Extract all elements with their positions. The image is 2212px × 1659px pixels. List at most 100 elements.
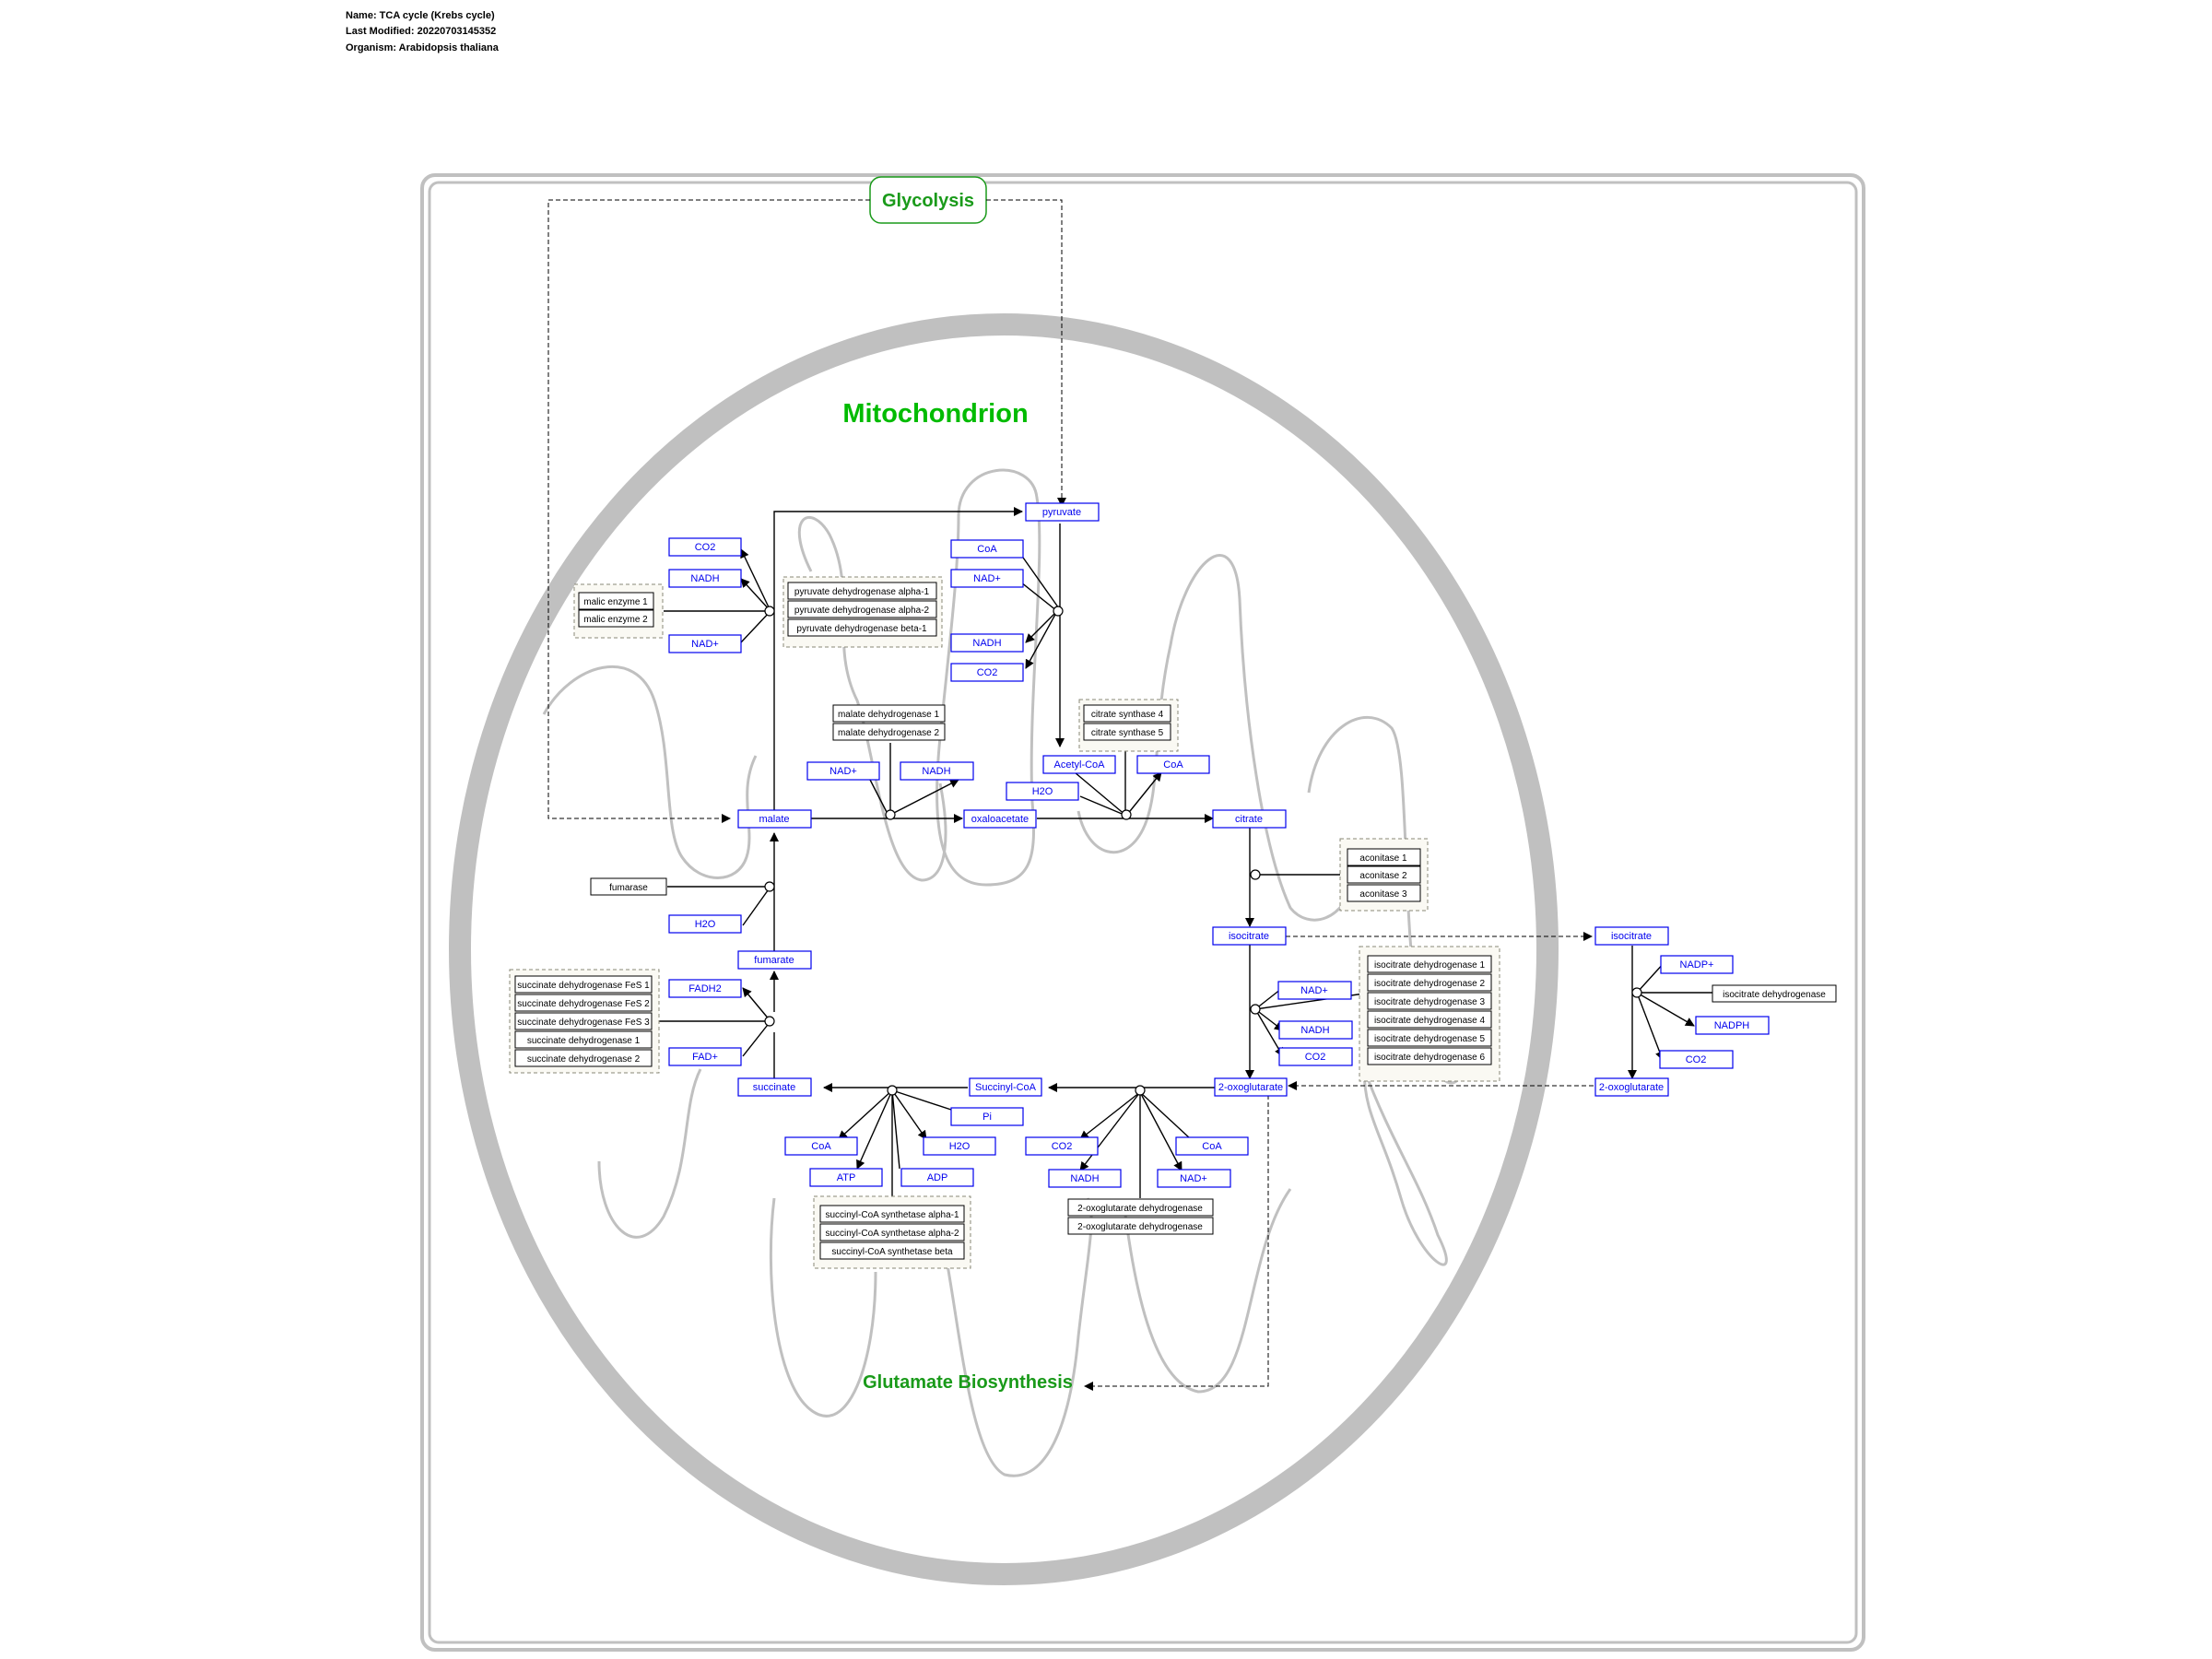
metabolite-nadh[interactable]: NADH — [950, 633, 1024, 653]
svg-text:H2O: H2O — [949, 1141, 971, 1152]
enzyme-succinyl-coa-synthetase-alpha-2[interactable]: succinyl-CoA synthetase alpha-2 — [819, 1223, 965, 1241]
metabolite-malate[interactable]: malate — [737, 809, 812, 829]
metabolite-nadh[interactable]: NADH — [1048, 1169, 1122, 1188]
svg-text:succinyl-CoA synthetase alpha-: succinyl-CoA synthetase alpha-1 — [825, 1210, 959, 1220]
metabolite-co2[interactable]: CO2 — [1278, 1047, 1353, 1066]
svg-text:CoA: CoA — [1163, 759, 1183, 771]
metabolite-nadph[interactable]: NADPH — [1695, 1016, 1770, 1035]
svg-text:oxaloacetate: oxaloacetate — [971, 814, 1029, 825]
enzyme-malate-dehydrogenase-1[interactable]: malate dehydrogenase 1 — [832, 704, 946, 723]
svg-text:CO2: CO2 — [1686, 1054, 1707, 1065]
enzyme-succinyl-coa-synthetase-beta[interactable]: succinyl-CoA synthetase beta — [819, 1241, 965, 1260]
metabolite-co2[interactable]: CO2 — [668, 537, 742, 557]
svg-text:NADH: NADH — [1070, 1173, 1099, 1184]
svg-text:NADH: NADH — [690, 573, 719, 584]
enzyme-isocitrate-dehydrogenase-4[interactable]: isocitrate dehydrogenase 4 — [1367, 1010, 1492, 1029]
enzyme-pyruvate-dehydrogenase-alpha-2[interactable]: pyruvate dehydrogenase alpha-2 — [787, 600, 937, 618]
metabolite-nad[interactable]: NAD+ — [950, 569, 1024, 588]
metabolite-atp[interactable]: ATP — [809, 1168, 883, 1187]
metabolite-adp[interactable]: ADP — [900, 1168, 974, 1187]
svg-text:CO2: CO2 — [1305, 1052, 1326, 1063]
metabolite-pyruvate[interactable]: pyruvate — [1025, 502, 1100, 522]
enzyme-pyruvate-dehydrogenase-alpha-1[interactable]: pyruvate dehydrogenase alpha-1 — [787, 582, 937, 600]
metabolite-2-oxoglutarate[interactable]: 2-oxoglutarate — [1594, 1077, 1669, 1097]
enzyme-citrate-synthase-4[interactable]: citrate synthase 4 — [1083, 704, 1171, 723]
enzyme-pyruvate-dehydrogenase-beta-1[interactable]: pyruvate dehydrogenase beta-1 — [787, 618, 937, 637]
enzyme-nodes[interactable]: malic enzyme 1 malic enzyme 2 pyruvate d… — [514, 582, 1837, 1260]
enzyme-succinate-dehydrogenase-fes-3[interactable]: succinate dehydrogenase FeS 3 — [514, 1012, 653, 1030]
metabolite-coa[interactable]: CoA — [1136, 755, 1210, 774]
svg-text:isocitrate dehydrogenase 2: isocitrate dehydrogenase 2 — [1374, 979, 1486, 989]
enzyme-fumarase[interactable]: fumarase — [590, 877, 667, 896]
svg-text:malate dehydrogenase 2: malate dehydrogenase 2 — [838, 728, 940, 738]
metabolite-nadh[interactable]: NADH — [1278, 1020, 1353, 1040]
glycolysis-label[interactable]: Glycolysis — [882, 191, 974, 211]
cristae-fold — [935, 468, 1041, 887]
metabolite-nad[interactable]: NAD+ — [668, 634, 742, 653]
enzyme-malate-dehydrogenase-2[interactable]: malate dehydrogenase 2 — [832, 723, 946, 741]
enzyme-succinate-dehydrogenase-2[interactable]: succinate dehydrogenase 2 — [514, 1049, 653, 1067]
metabolite-succinyl-coa[interactable]: Succinyl-CoA — [969, 1077, 1042, 1097]
enzyme-aconitase-3[interactable]: aconitase 3 — [1347, 884, 1421, 902]
metabolite-nad[interactable]: NAD+ — [1157, 1169, 1231, 1188]
svg-text:NADH: NADH — [1300, 1025, 1329, 1036]
metabolite-2-oxoglutarate[interactable]: 2-oxoglutarate — [1214, 1077, 1288, 1097]
metabolite-fumarate[interactable]: fumarate — [737, 950, 812, 970]
metabolite-fad[interactable]: FAD+ — [668, 1047, 742, 1066]
metabolite-succinate[interactable]: succinate — [737, 1077, 812, 1097]
metabolite-isocitrate[interactable]: isocitrate — [1594, 926, 1669, 946]
metabolite-coa[interactable]: CoA — [1175, 1136, 1249, 1156]
metabolite-nad[interactable]: NAD+ — [806, 761, 880, 781]
metabolite-nadh[interactable]: NADH — [900, 761, 974, 781]
svg-text:malate: malate — [759, 814, 789, 825]
enzyme-2-oxoglutarate-dehydrogenase[interactable]: 2-oxoglutarate dehydrogenase — [1067, 1198, 1214, 1217]
svg-text:malic enzyme 2: malic enzyme 2 — [583, 615, 648, 625]
metabolite-citrate[interactable]: citrate — [1212, 809, 1287, 829]
metabolite-h2o[interactable]: H2O — [923, 1136, 996, 1156]
svg-text:ADP: ADP — [927, 1172, 948, 1183]
enzyme-succinate-dehydrogenase-fes-1[interactable]: succinate dehydrogenase FeS 1 — [514, 975, 653, 994]
metabolite-co2[interactable]: CO2 — [950, 663, 1024, 682]
metabolite-coa[interactable]: CoA — [784, 1136, 858, 1156]
svg-text:NADP+: NADP+ — [1680, 959, 1714, 971]
enzyme-isocitrate-dehydrogenase-1[interactable]: isocitrate dehydrogenase 1 — [1367, 955, 1492, 973]
enzyme-citrate-synthase-5[interactable]: citrate synthase 5 — [1083, 723, 1171, 741]
metabolite-nad[interactable]: NAD+ — [1277, 981, 1352, 1000]
metabolite-nadh[interactable]: NADH — [668, 569, 742, 588]
reaction-anchors — [764, 606, 1642, 1096]
reaction-lines — [654, 507, 1712, 1198]
enzyme-succinyl-coa-synthetase-alpha-1[interactable]: succinyl-CoA synthetase alpha-1 — [819, 1205, 965, 1223]
metabolite-h2o[interactable]: H2O — [668, 914, 742, 934]
enzyme-isocitrate-dehydrogenase-3[interactable]: isocitrate dehydrogenase 3 — [1367, 992, 1492, 1010]
enzyme-isocitrate-dehydrogenase-2[interactable]: isocitrate dehydrogenase 2 — [1367, 973, 1492, 992]
svg-text:H2O: H2O — [1032, 786, 1053, 797]
svg-text:pyruvate dehydrogenase beta-1: pyruvate dehydrogenase beta-1 — [796, 624, 927, 634]
metabolite-nodes[interactable]: pyruvate CoA NAD+ NADH CO2 CO2 NADH NAD+… — [668, 502, 1770, 1188]
svg-text:isocitrate dehydrogenase 6: isocitrate dehydrogenase 6 — [1374, 1053, 1486, 1063]
metabolite-pi[interactable]: Pi — [950, 1107, 1024, 1126]
glutamate-biosynthesis-label[interactable]: Glutamate Biosynthesis — [863, 1372, 1073, 1393]
metabolite-co2[interactable]: CO2 — [1659, 1050, 1734, 1069]
enzyme-succinate-dehydrogenase-fes-2[interactable]: succinate dehydrogenase FeS 2 — [514, 994, 653, 1012]
enzyme-isocitrate-dehydrogenase[interactable]: isocitrate dehydrogenase — [1712, 984, 1837, 1003]
metabolite-co2[interactable]: CO2 — [1025, 1136, 1099, 1156]
enzyme-malic-enzyme-2[interactable]: malic enzyme 2 — [578, 609, 654, 628]
enzyme-aconitase-1[interactable]: aconitase 1 — [1347, 848, 1421, 866]
metabolite-acetyl-coa[interactable]: Acetyl-CoA — [1042, 755, 1116, 774]
metabolite-oxaloacetate[interactable]: oxaloacetate — [963, 809, 1037, 829]
enzyme-malic-enzyme-1[interactable]: malic enzyme 1 — [578, 592, 654, 610]
enzyme-aconitase-2[interactable]: aconitase 2 — [1347, 865, 1421, 884]
metabolite-fadh2[interactable]: FADH2 — [668, 979, 742, 998]
metabolite-h2o[interactable]: H2O — [1006, 782, 1079, 801]
enzyme-isocitrate-dehydrogenase-5[interactable]: isocitrate dehydrogenase 5 — [1367, 1029, 1492, 1047]
last-modified: Last Modified: 20220703145352 — [346, 26, 497, 37]
enzyme-succinate-dehydrogenase-1[interactable]: succinate dehydrogenase 1 — [514, 1030, 653, 1049]
metabolite-coa[interactable]: CoA — [950, 539, 1024, 559]
metabolite-isocitrate[interactable]: isocitrate — [1212, 926, 1287, 946]
enzyme-2-oxoglutarate-dehydrogenase[interactable]: 2-oxoglutarate dehydrogenase — [1067, 1217, 1214, 1235]
cell-inner-border — [428, 181, 1858, 1644]
svg-text:succinate: succinate — [753, 1082, 795, 1093]
enzyme-isocitrate-dehydrogenase-6[interactable]: isocitrate dehydrogenase 6 — [1367, 1047, 1492, 1065]
metabolite-nadp[interactable]: NADP+ — [1660, 955, 1734, 974]
cristae-fold — [1077, 554, 1357, 922]
